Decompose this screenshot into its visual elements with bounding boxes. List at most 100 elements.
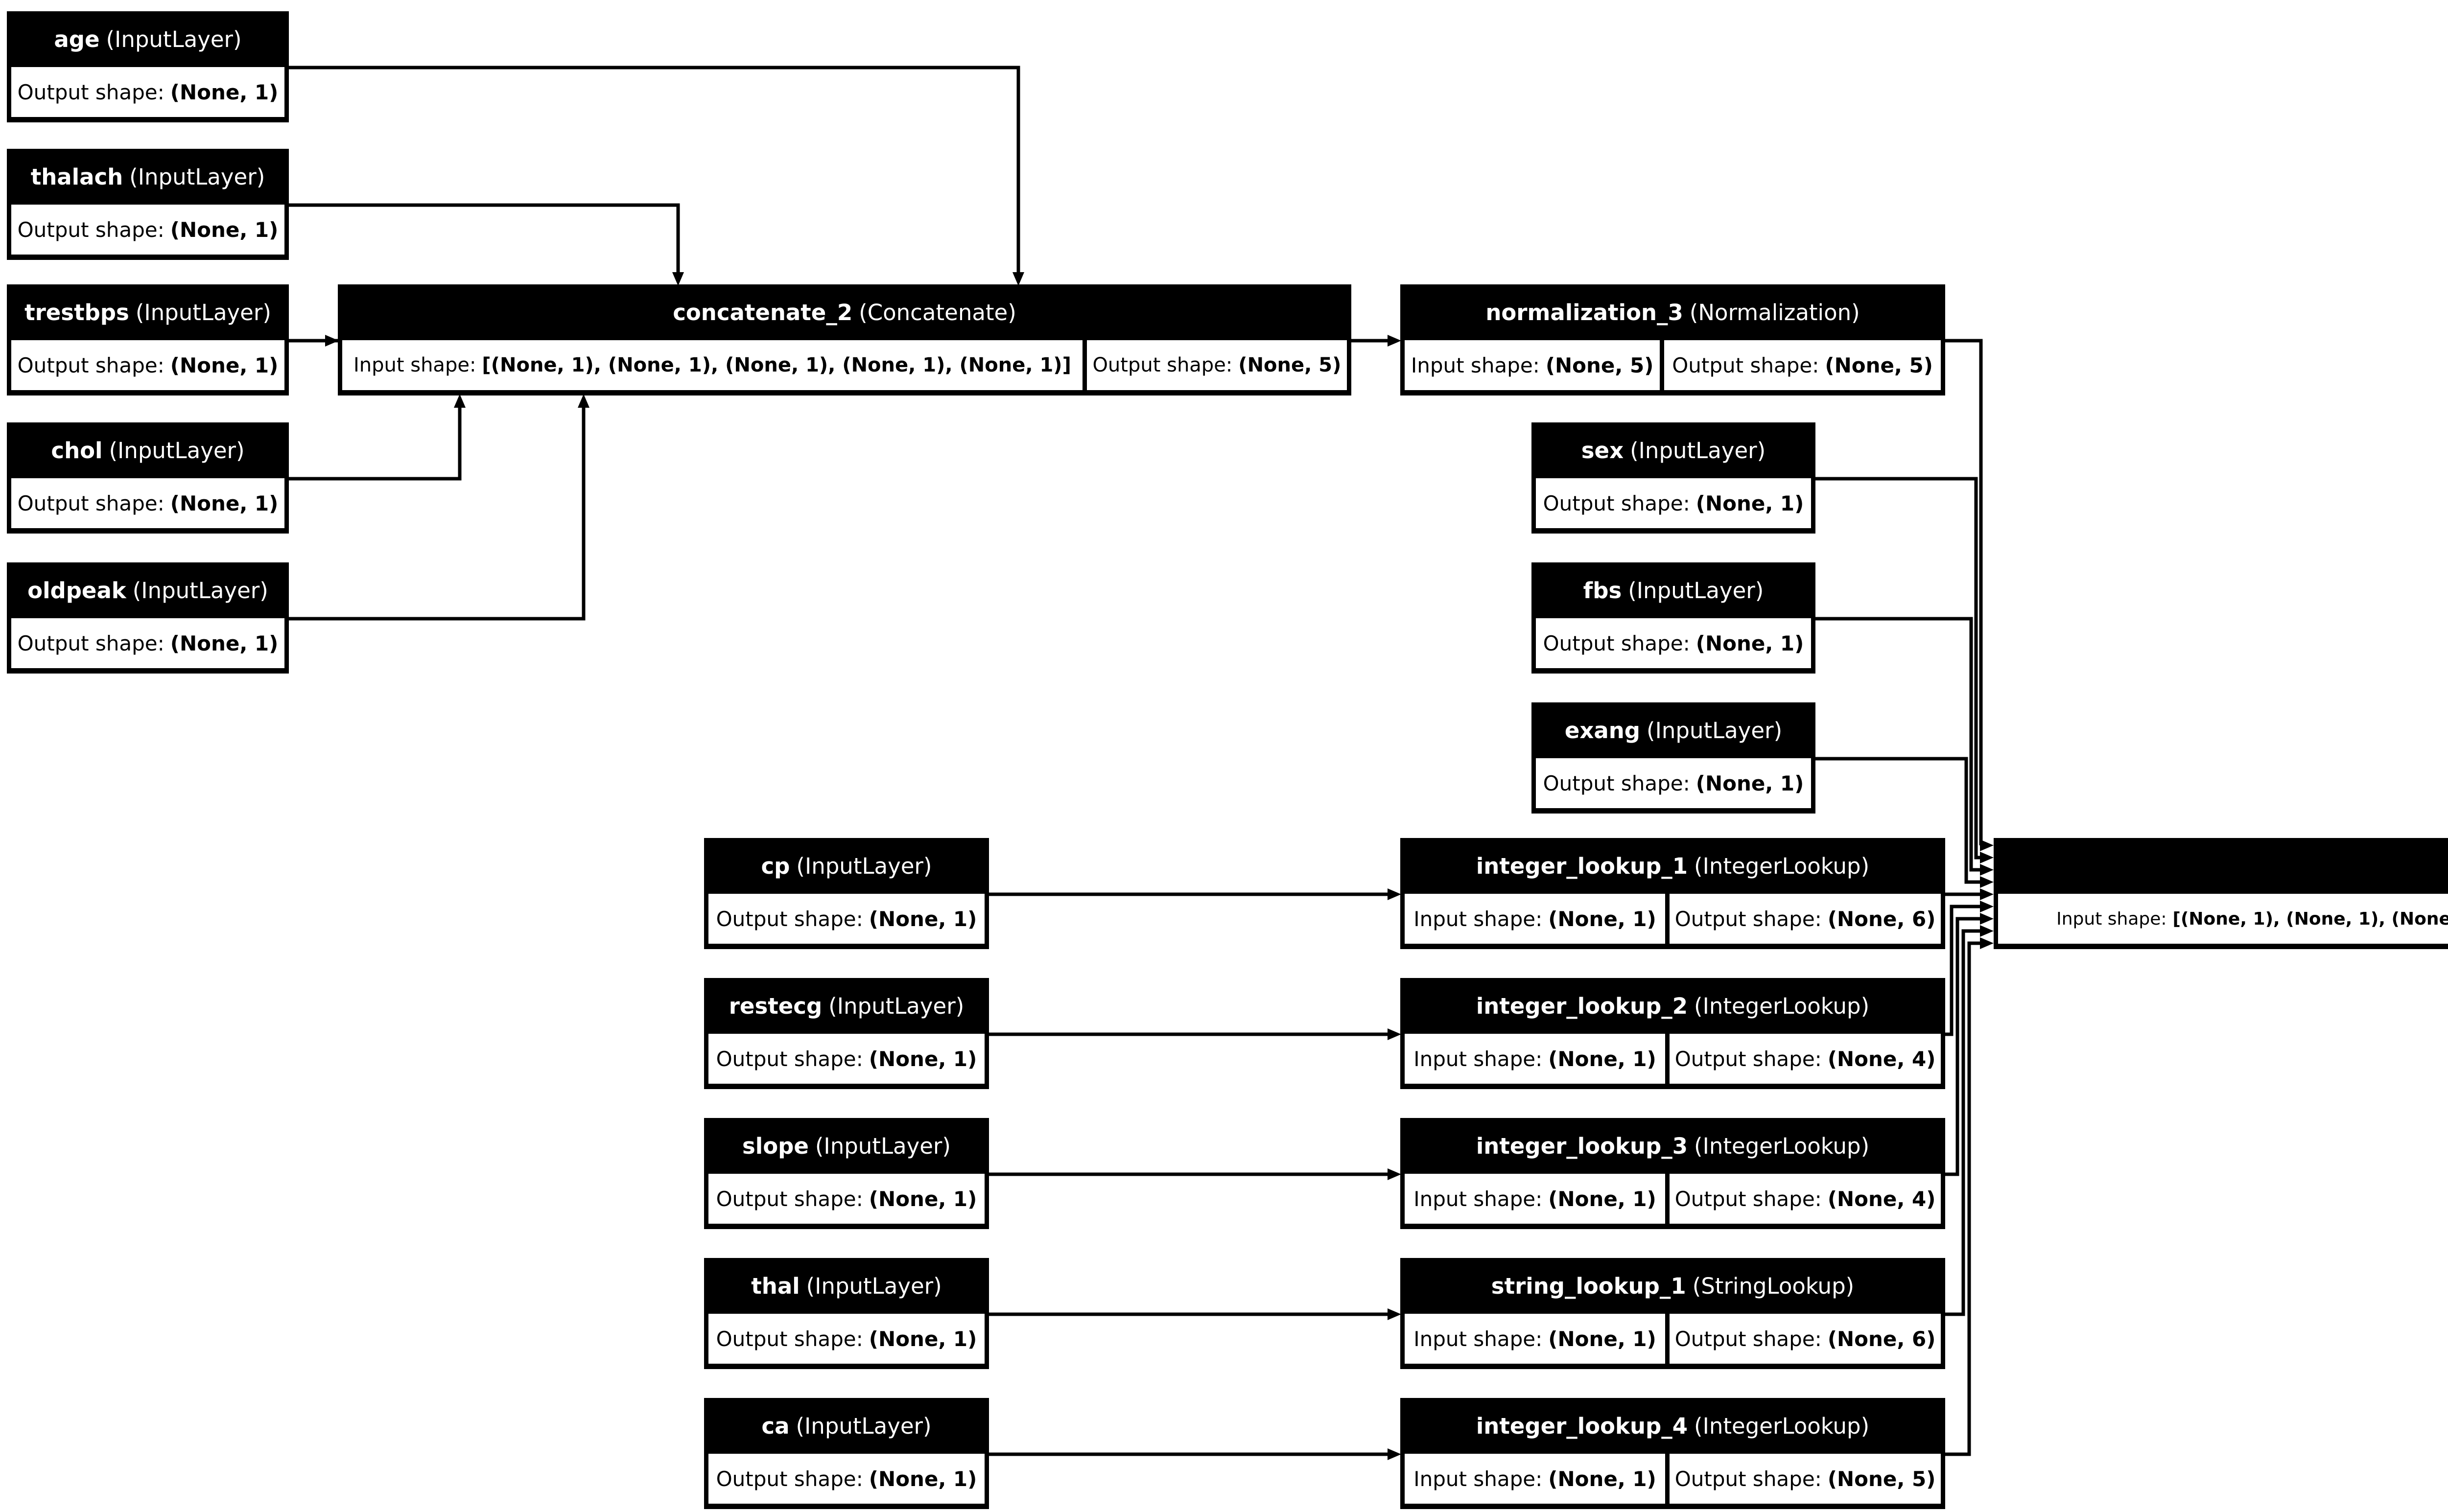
layer-class: (InputLayer) <box>815 1133 951 1159</box>
output-shape-cell: Output shape: (None, 1) <box>11 205 284 255</box>
layer-node-restecg: restecg (InputLayer) Output shape: (None… <box>704 978 989 1089</box>
layer-node-integer_lookup_2: integer_lookup_2 (IntegerLookup) Input s… <box>1400 978 1945 1089</box>
shape-label: Output shape: <box>1674 1047 1822 1071</box>
arrowhead-oldpeak-icon <box>578 394 589 408</box>
output-shape-cell: Output shape: (None, 4) <box>1670 1174 1941 1224</box>
arrowhead-integer_lookup_1-icon <box>1980 888 1994 900</box>
edge-age-to-concatenate_2 <box>289 66 1020 273</box>
shape-label: Input shape: <box>1413 1186 1543 1211</box>
output-shape-cell: Output shape: (None, 1) <box>1536 478 1811 528</box>
layer-header: integer_lookup_2 (IntegerLookup) <box>1405 978 1941 1034</box>
arrowhead-chol-icon <box>454 394 466 408</box>
layer-name: cp <box>761 853 790 879</box>
output-shape-cell: Output shape: (None, 6) <box>1670 1314 1941 1364</box>
layer-class: (InputLayer) <box>806 1273 942 1299</box>
arrowhead-age-icon <box>1012 272 1024 286</box>
shape-value: (None, 6) <box>1827 1326 1936 1351</box>
shape-label: Output shape: <box>17 491 165 515</box>
layer-name: fbs <box>1583 577 1622 604</box>
arrowhead-sex-icon <box>1980 852 1994 863</box>
shape-label: Input shape: <box>1413 1047 1543 1071</box>
layer-header: ca (InputLayer) <box>708 1398 985 1454</box>
output-shape-cell: Output shape: (None, 1) <box>11 478 284 528</box>
layer-header: oldpeak (InputLayer) <box>11 562 284 618</box>
layer-name: concatenate_2 <box>673 299 853 326</box>
layer-name: ca <box>761 1413 790 1439</box>
shape-value: (None, 1) <box>1548 1047 1656 1071</box>
layer-class: (InputLayer) <box>135 299 271 326</box>
output-shape-cell: Output shape: (None, 1) <box>11 340 284 390</box>
shape-label: Input shape: <box>1413 907 1543 931</box>
shape-value: (None, 1) <box>869 907 977 931</box>
output-shape-cell: Output shape: (None, 1) <box>1536 758 1811 808</box>
layer-header: string_lookup_1 (StringLookup) <box>1405 1258 1941 1314</box>
output-shape-cell: Output shape: (None, 1) <box>11 618 284 668</box>
shape-label: Output shape: <box>17 353 165 377</box>
shape-value: (None, 1) <box>170 631 279 655</box>
layer-class: (Normalization) <box>1689 299 1860 326</box>
input-shape-cell: Input shape: (None, 5) <box>1405 340 1660 390</box>
layer-class: (IntegerLookup) <box>1694 993 1870 1019</box>
shape-label: Output shape: <box>1543 491 1690 515</box>
edge-normalization_3-to-concatenate_3 <box>1945 339 1983 845</box>
shape-value: [(None, 1), (None, 1), (None, 1), (None,… <box>2172 908 2448 929</box>
shape-value: (None, 1) <box>1695 631 1804 655</box>
shape-value: (None, 1) <box>170 353 279 377</box>
edge-integer_lookup_3-to-concatenate_3 <box>1945 917 1980 1176</box>
layer-node-thal: thal (InputLayer) Output shape: (None, 1… <box>704 1258 989 1369</box>
shape-label: Output shape: <box>1672 353 1819 377</box>
arrowhead-integer_lookup_2-icon <box>1980 901 1994 912</box>
arrowhead-slope-icon <box>1388 1168 1401 1180</box>
layer-header: integer_lookup_1 (IntegerLookup) <box>1405 838 1941 894</box>
shape-label: Output shape: <box>716 1186 863 1211</box>
layer-name: thalach <box>30 163 123 190</box>
shape-value: (None, 6) <box>1827 907 1936 931</box>
layer-node-ca: ca (InputLayer) Output shape: (None, 1) <box>704 1398 989 1509</box>
layer-header: concatenate_3 (Concatenate) <box>1998 838 2448 894</box>
arrowhead-restecg-icon <box>1388 1028 1401 1040</box>
layer-class: (IntegerLookup) <box>1694 1133 1870 1159</box>
layer-name: thal <box>751 1273 800 1299</box>
shape-value: (None, 1) <box>1695 491 1804 515</box>
layer-class: (InputLayer) <box>109 437 245 464</box>
layer-node-integer_lookup_1: integer_lookup_1 (IntegerLookup) Input s… <box>1400 838 1945 949</box>
shape-label: Input shape: <box>2056 908 2167 929</box>
edge-sex-to-concatenate_3 <box>1815 477 1980 860</box>
shape-value: (None, 1) <box>869 1047 977 1071</box>
layer-node-concatenate_2: concatenate_2 (Concatenate) Input shape:… <box>338 284 1351 395</box>
shape-value: [(None, 1), (None, 1), (None, 1), (None,… <box>482 354 1071 376</box>
arrowhead-thal-icon <box>1388 1308 1401 1320</box>
shape-value: (None, 1) <box>170 217 279 242</box>
shape-label: Input shape: <box>1413 1466 1543 1491</box>
shape-value: (None, 5) <box>1825 353 1933 377</box>
edge-integer_lookup_4-to-concatenate_3 <box>1945 941 1980 1456</box>
input-shape-cell: Input shape: (None, 1) <box>1405 1034 1666 1084</box>
shape-value: (None, 5) <box>1827 1466 1936 1491</box>
layer-header: integer_lookup_4 (IntegerLookup) <box>1405 1398 1941 1454</box>
shape-label: Output shape: <box>716 907 863 931</box>
input-shape-cell: Input shape: (None, 1) <box>1405 1174 1666 1224</box>
output-shape-cell: Output shape: (None, 4) <box>1670 1034 1941 1084</box>
layer-node-trestbps: trestbps (InputLayer) Output shape: (Non… <box>7 284 289 395</box>
layer-name: integer_lookup_4 <box>1476 1413 1688 1439</box>
layer-name: chol <box>51 437 103 464</box>
layer-header: cp (InputLayer) <box>708 838 985 894</box>
output-shape-cell: Output shape: (None, 1) <box>708 1174 985 1224</box>
output-shape-cell: Output shape: (None, 5) <box>1670 1454 1941 1504</box>
layer-class: (IntegerLookup) <box>1694 853 1870 879</box>
arrowhead-trestbps-icon <box>325 335 339 347</box>
layer-class: (InputLayer) <box>1630 437 1766 464</box>
output-shape-cell: Output shape: (None, 1) <box>1536 618 1811 668</box>
layer-node-thalach: thalach (InputLayer) Output shape: (None… <box>7 149 289 260</box>
edge-chol-to-concatenate_2 <box>289 407 462 481</box>
layer-node-integer_lookup_3: integer_lookup_3 (IntegerLookup) Input s… <box>1400 1118 1945 1229</box>
layer-class: (InputLayer) <box>132 577 268 604</box>
layer-name: slope <box>742 1133 809 1159</box>
layer-name: age <box>54 26 100 52</box>
shape-value: (None, 4) <box>1827 1186 1936 1211</box>
shape-label: Input shape: <box>1411 353 1540 377</box>
layer-header: chol (InputLayer) <box>11 422 284 478</box>
layer-node-cp: cp (InputLayer) Output shape: (None, 1) <box>704 838 989 949</box>
